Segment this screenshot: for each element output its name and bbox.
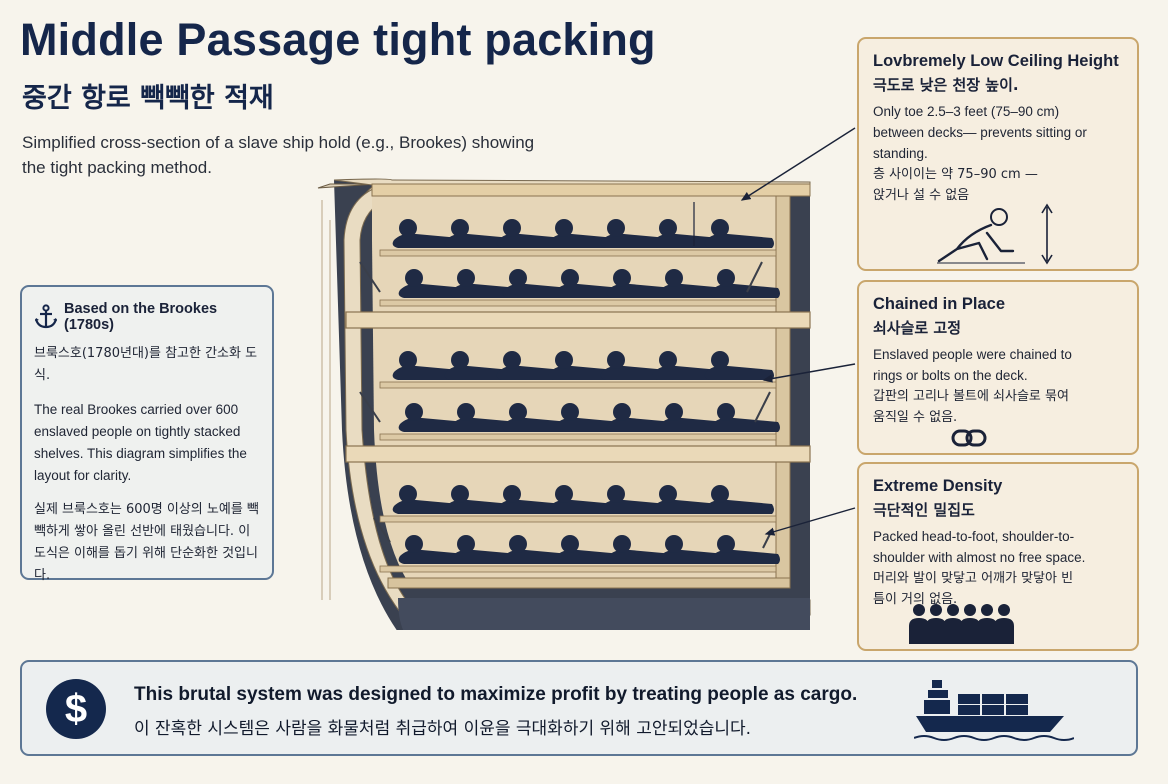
lying-figure — [398, 269, 468, 298]
callout-title: Lovbremely Low Ceiling Height — [873, 52, 1119, 70]
lying-figure — [600, 351, 670, 380]
banner-text-korean: 이 잔혹한 시스템은 사람을 화물처럼 취급하여 이윤을 극대화하기 위해 고안… — [134, 719, 752, 739]
callout-card-ceiling: Lovbremely Low Ceiling Height 극도로 낮은 천장 … — [857, 37, 1139, 271]
lying-figure — [704, 351, 774, 380]
lying-figure — [502, 535, 572, 564]
lying-figure — [444, 485, 514, 514]
hold-floor — [387, 577, 791, 589]
lying-figure — [600, 219, 670, 248]
lying-figure — [710, 403, 780, 432]
info-card-title: Based on the Brookes (1780s) — [64, 301, 218, 333]
crouching-person-icon — [937, 203, 1053, 265]
lying-figure — [600, 485, 670, 514]
cargo-ship-icon — [914, 680, 1074, 741]
lying-figure — [392, 351, 462, 380]
callout-body-korean: 층 사이이는 약 75–90 cm — 앉거나 설 수 없음 — [873, 167, 1038, 203]
lying-figure — [548, 485, 618, 514]
lying-figure — [450, 403, 520, 432]
lying-figure — [398, 535, 468, 564]
arrow-chained — [762, 363, 856, 383]
info-card-body: The real Brookes carried over 600 enslav… — [34, 402, 247, 483]
lying-figure — [548, 219, 618, 248]
lying-figure — [554, 269, 624, 298]
shelf-1 — [345, 311, 811, 329]
info-card-heading: Based on the Brookes (1780s) — [34, 301, 260, 333]
callout-title-korean: 쇠사슬로 고정 — [873, 319, 962, 337]
callout-body: Only toe 2.5–3 feet (75–90 cm) between d… — [873, 104, 1087, 161]
lying-figure — [652, 219, 722, 248]
ship-hold-cross-section — [306, 178, 811, 630]
lying-figure — [398, 403, 468, 432]
lying-figure — [606, 535, 676, 564]
page-title: Middle Passage tight packing — [20, 14, 656, 65]
diagram-description: Simplified cross-section of a slave ship… — [22, 133, 535, 177]
lying-figure — [658, 269, 728, 298]
banner-text: This brutal system was designed to maxim… — [134, 684, 858, 705]
lying-figure — [710, 535, 780, 564]
lying-figure — [502, 269, 572, 298]
callout-body-korean: 머리와 발이 맞닿고 어깨가 맞닿아 빈틈이 거의 없음. — [873, 571, 1074, 607]
crowd-icon — [909, 604, 1014, 644]
packed-figures — [392, 219, 780, 564]
lying-figure — [392, 219, 462, 248]
info-card-brookes: Based on the Brookes (1780s) 브룩스호(1780년대… — [20, 285, 274, 583]
callout-title: Extreme Density — [873, 477, 1003, 495]
callout-title-korean: 극단적인 밀집도 — [873, 501, 975, 519]
arrow-density — [764, 507, 856, 536]
chain-link-icon — [951, 429, 987, 447]
callout-title-korean: 극도로 낮은 천장 높이. — [873, 76, 1019, 94]
info-card-title-korean: 브룩스호(1780년대)를 참고한 간소화 도식. — [34, 346, 258, 383]
lying-figure — [502, 403, 572, 432]
lying-figure — [710, 269, 780, 298]
lying-figure — [444, 219, 514, 248]
arrow-ceiling — [740, 127, 856, 201]
lying-figure — [704, 485, 774, 514]
lying-figure — [606, 269, 676, 298]
lying-figure — [496, 219, 566, 248]
conclusion-banner: $ This brutal system was designed to max… — [20, 660, 1138, 756]
callout-body: Packed head-to-foot, shoulder-to-shoulde… — [873, 529, 1086, 565]
callout-card-chained: Chained in Place 쇠사슬로 고정 Enslaved people… — [857, 280, 1139, 455]
lying-figure — [392, 485, 462, 514]
lying-figure — [450, 269, 520, 298]
lying-figure — [548, 351, 618, 380]
shelf-2 — [345, 445, 811, 463]
lying-figure — [496, 485, 566, 514]
lying-figure — [658, 403, 728, 432]
info-card-body-korean: 실제 브룩스호는 600명 이상의 노예를 빽빽하게 쌓아 올린 선반에 태웠습… — [34, 502, 259, 583]
callout-body: Enslaved people were chained to rings or… — [873, 347, 1072, 383]
lying-figure — [554, 535, 624, 564]
callout-card-density: Extreme Density 극단적인 밀집도 Packed head-to-… — [857, 462, 1139, 651]
lying-figure — [554, 403, 624, 432]
lying-figure — [606, 403, 676, 432]
anchor-icon — [34, 304, 58, 329]
page-title-korean: 중간 항로 빽빽한 적재 — [22, 83, 274, 114]
lying-figure — [652, 351, 722, 380]
callout-title: Chained in Place — [873, 295, 1006, 313]
lying-figure — [704, 219, 774, 248]
callout-body-korean: 갑판의 고리나 볼트에 쇠사슬로 묶여 움직일 수 없음. — [873, 389, 1069, 425]
dollar-icon: $ — [46, 679, 106, 739]
lying-figure — [652, 485, 722, 514]
lying-figure — [658, 535, 728, 564]
lying-figure — [444, 351, 514, 380]
lying-figure — [450, 535, 520, 564]
chain-marks — [359, 261, 773, 549]
lying-figure — [496, 351, 566, 380]
